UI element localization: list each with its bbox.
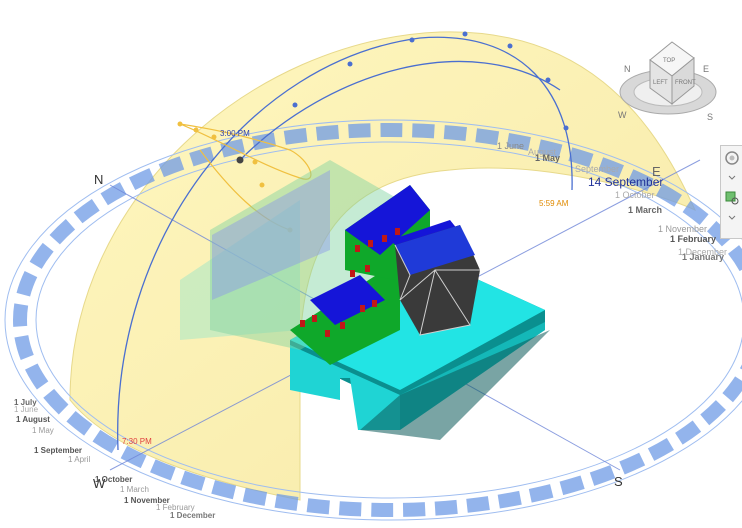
compass-s: S: [614, 474, 623, 489]
building-model[interactable]: [180, 160, 550, 440]
month-label: 1 February: [670, 234, 716, 244]
viewcube-compass-n[interactable]: N: [624, 64, 631, 74]
month-label: 1 May: [32, 426, 54, 435]
viewcube-compass-e[interactable]: E: [703, 64, 709, 74]
time-label-afternoon: 3:00 PM: [220, 129, 250, 138]
month-label: 1 April: [68, 455, 90, 464]
viewcube-compass-w[interactable]: W: [618, 110, 627, 120]
viewcube-top[interactable]: TOP: [663, 58, 675, 64]
month-label: 1 November: [658, 224, 707, 234]
sun-path-arcs: [117, 36, 573, 451]
navigation-wheel-icon[interactable]: [724, 150, 740, 166]
west-month-labels: 1 July 1 June 1 August 1 May 1 September…: [14, 398, 215, 520]
month-label: 1 July: [14, 398, 37, 407]
sun-position-marker[interactable]: [236, 156, 244, 164]
month-label: 1 October: [95, 475, 132, 484]
navigation-bar: [720, 145, 742, 239]
month-label: September: [575, 164, 619, 174]
month-label: 1 February: [156, 503, 195, 512]
chevron-down-icon[interactable]: [724, 170, 740, 186]
viewcube-compass-s[interactable]: S: [707, 112, 713, 122]
viewcube-left[interactable]: LEFT: [653, 80, 668, 86]
month-label: 1 October: [615, 190, 655, 200]
time-label-sunrise: 5:59 AM: [539, 199, 569, 208]
compass-e: E: [652, 164, 661, 179]
month-label: 1 January: [682, 252, 724, 262]
east-month-labels: 1 June August 1 May September 1 October …: [497, 141, 727, 262]
month-label: 1 June: [497, 141, 524, 151]
month-label: 1 December: [170, 511, 215, 520]
month-label: 1 September: [34, 446, 82, 455]
viewcube-icon[interactable]: TOP LEFT FRONT N E W S: [618, 41, 717, 122]
viewcube-front[interactable]: FRONT: [675, 80, 696, 86]
zoom-icon[interactable]: [724, 190, 740, 206]
compass-ring: [4, 119, 742, 521]
compass-w: W: [93, 476, 106, 491]
month-label: August: [528, 147, 557, 157]
chevron-down-icon[interactable]: [724, 210, 740, 226]
month-label: 1 March: [120, 485, 149, 494]
month-label: 1 March: [628, 205, 662, 215]
month-label: 1 August: [16, 415, 50, 424]
month-label: 1 May: [535, 153, 560, 163]
time-label-sunset: 7:30 PM: [122, 437, 152, 446]
month-label: 1 November: [124, 496, 170, 505]
compass-n: N: [94, 172, 103, 187]
month-label: 1 December: [678, 247, 727, 257]
month-label: 1 June: [14, 405, 39, 414]
current-date-label: 14 September: [588, 175, 663, 189]
